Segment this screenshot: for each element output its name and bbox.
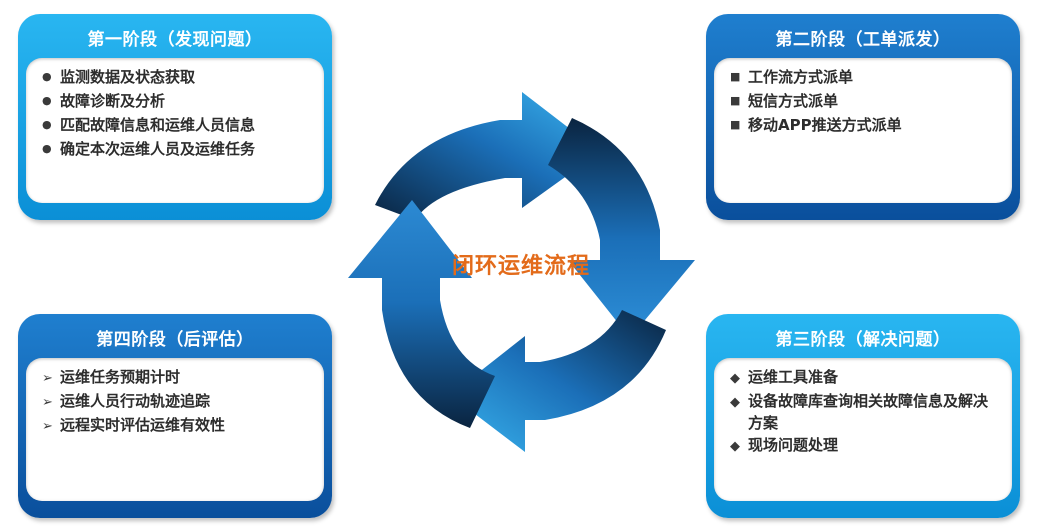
bullet-square-icon: [730, 114, 748, 138]
stage-body: 运维工具准备 设备故障库查询相关故障信息及解决方案 现场问题处理: [714, 358, 1012, 501]
stage-card-4: 第四阶段（后评估） 运维任务预期计时 运维人员行动轨迹追踪 远程实时评估运维有效…: [18, 314, 332, 518]
cycle-arrow-bottom: [450, 310, 666, 452]
item-text: 远程实时评估运维有效性: [60, 416, 226, 434]
list-item: 确定本次运维人员及运维任务: [42, 138, 310, 162]
list-item: 工作流方式派单: [730, 66, 998, 90]
item-text: 设备故障库查询相关故障信息及解决方案: [748, 392, 989, 432]
bullet-dot-icon: [42, 114, 60, 138]
center-label: 闭环运维流程: [451, 254, 590, 279]
stage-card-2: 第二阶段（工单派发） 工作流方式派单 短信方式派单 移动APP推送方式派单: [706, 14, 1020, 220]
item-text: 监测数据及状态获取: [60, 68, 196, 86]
cycle-arrows: [348, 92, 695, 452]
bullet-dot-icon: [42, 90, 60, 114]
list-item: 运维工具准备: [730, 366, 998, 390]
item-text: 现场问题处理: [748, 436, 839, 454]
bullet-chevron-icon: [42, 390, 60, 414]
bullet-dot-icon: [42, 138, 60, 162]
bullet-chevron-icon: [42, 414, 60, 438]
item-text: 运维任务预期计时: [60, 368, 181, 386]
item-text: 运维人员行动轨迹追踪: [60, 392, 211, 410]
bullet-square-icon: [730, 66, 748, 90]
list-item: 短信方式派单: [730, 90, 998, 114]
list-item: 监测数据及状态获取: [42, 66, 310, 90]
stage-body: 工作流方式派单 短信方式派单 移动APP推送方式派单: [714, 58, 1012, 203]
item-text: 移动APP推送方式派单: [748, 116, 902, 134]
cycle-arrow-right: [548, 118, 695, 338]
item-text: 故障诊断及分析: [60, 92, 166, 110]
item-text: 工作流方式派单: [748, 68, 854, 86]
list-item: 设备故障库查询相关故障信息及解决方案: [730, 390, 998, 434]
stage-title: 第二阶段（工单派发）: [775, 30, 951, 50]
item-text: 运维工具准备: [748, 368, 839, 386]
list-item: 运维任务预期计时: [42, 366, 310, 390]
list-item: 运维人员行动轨迹追踪: [42, 390, 310, 414]
list-item: 故障诊断及分析: [42, 90, 310, 114]
stage-title: 第四阶段（后评估）: [96, 330, 254, 350]
bullet-square-icon: [730, 90, 748, 114]
stage-title: 第三阶段（解决问题）: [775, 330, 951, 350]
list-item: 移动APP推送方式派单: [730, 114, 998, 138]
item-text: 匹配故障信息和运维人员信息: [60, 116, 256, 134]
list-item: 现场问题处理: [730, 434, 998, 458]
bullet-dot-icon: [42, 66, 60, 90]
stage-card-3: 第三阶段（解决问题） 运维工具准备 设备故障库查询相关故障信息及解决方案 现场问…: [706, 314, 1020, 518]
stage-title: 第一阶段（发现问题）: [87, 30, 263, 50]
stage-body: 监测数据及状态获取 故障诊断及分析 匹配故障信息和运维人员信息 确定本次运维人员…: [26, 58, 324, 203]
cycle-arrow-left: [348, 200, 495, 428]
list-item: 匹配故障信息和运维人员信息: [42, 114, 310, 138]
item-text: 短信方式派单: [748, 92, 839, 110]
bullet-diamond-icon: [730, 390, 748, 414]
list-item: 远程实时评估运维有效性: [42, 414, 310, 438]
cycle-arrow-top: [375, 92, 600, 220]
item-text: 确定本次运维人员及运维任务: [60, 140, 256, 158]
stage-card-1: 第一阶段（发现问题） 监测数据及状态获取 故障诊断及分析 匹配故障信息和运维人员…: [18, 14, 332, 220]
stage-body: 运维任务预期计时 运维人员行动轨迹追踪 远程实时评估运维有效性: [26, 358, 324, 501]
bullet-chevron-icon: [42, 366, 60, 390]
bullet-diamond-icon: [730, 434, 748, 458]
bullet-diamond-icon: [730, 366, 748, 390]
